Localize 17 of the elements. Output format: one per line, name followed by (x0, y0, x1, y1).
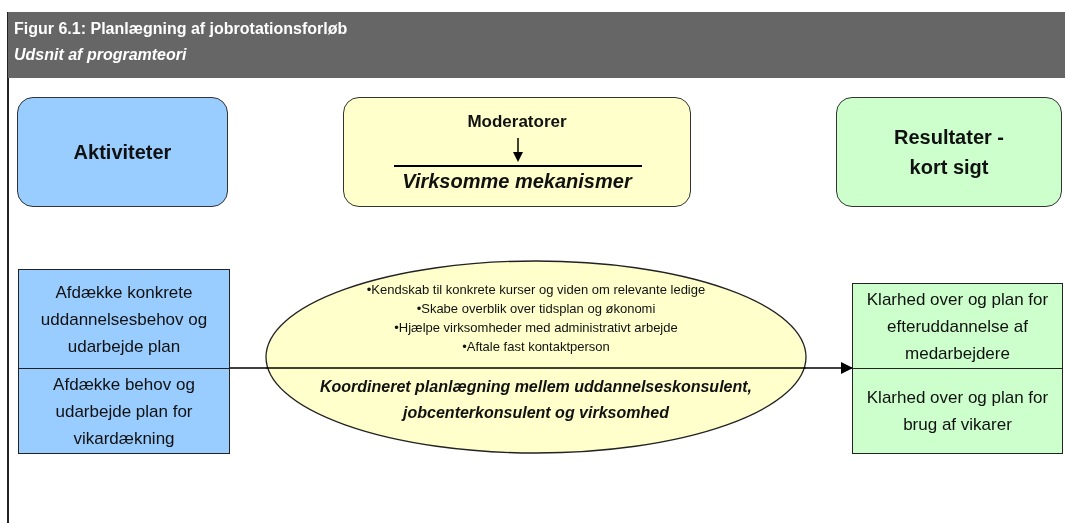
mechanism-bullet: •Hjælpe virksomheder med administrativt arbejde (393, 319, 679, 337)
moderator-label: Moderatorer (467, 112, 567, 132)
mechanism-bullet: •Aftale fast kontaktperson (461, 338, 611, 356)
column-heading-box: Aktiviteter (17, 97, 228, 207)
mechanism-heading: Virksomme mekanismer (402, 170, 632, 193)
mechanism-bullet: •Kendskab til konkrete kurser og viden om relevante ledige (365, 281, 707, 299)
figure-subtitle: Udsnit af programteori (14, 46, 187, 64)
mechanism-bullet: •Skabe overblik over tidsplan og økonomi (415, 300, 657, 318)
arrow (804, 362, 853, 374)
column-heading-box (343, 97, 691, 207)
result-box: Klarhed over og plan for brug af vikarer (852, 368, 1063, 454)
result-box: Klarhed over og plan for efteruddannelse af medarbejdere (852, 283, 1063, 369)
column-heading-box: Resultater - kort sigt (836, 97, 1062, 207)
coordination-text: Koordineret planlægning mellem uddannelseskonsulent, jobcenterkonsulent og virksomhed (318, 377, 754, 423)
activity-box: Afdække behov og udarbejde plan for vikardækning (18, 368, 230, 454)
activity-box: Afdække konkrete uddannelsesbehov og udarbejde plan (18, 269, 230, 369)
figure-title: Figur 6.1: Planlægning af jobrotationsforløb (14, 20, 348, 38)
